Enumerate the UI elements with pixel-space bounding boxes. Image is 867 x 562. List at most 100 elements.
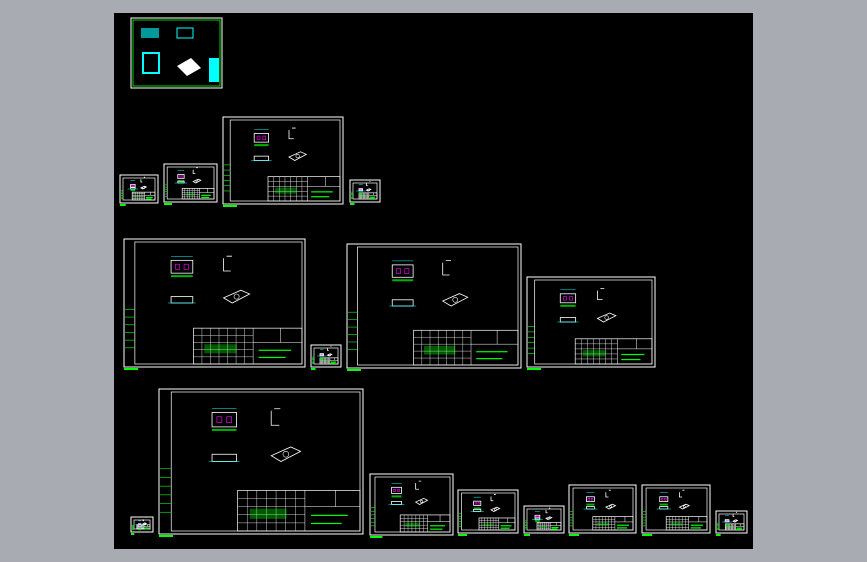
drawing-sheet-sheet-c[interactable] bbox=[346, 243, 522, 371]
part-hole bbox=[256, 135, 261, 140]
part-hole bbox=[226, 416, 232, 423]
title-block-text bbox=[185, 193, 195, 196]
drawing-sheet-small-sheet-2[interactable] bbox=[163, 163, 218, 205]
drawing-sheet-sheet-a[interactable] bbox=[222, 116, 344, 207]
part-view-side bbox=[327, 345, 332, 351]
sheet-border bbox=[715, 510, 748, 534]
view-label bbox=[138, 528, 142, 531]
drawing-sheet-small-sheet-5[interactable] bbox=[130, 516, 154, 535]
part-view-top bbox=[659, 506, 669, 510]
title-block-text bbox=[145, 196, 153, 199]
sheet-label bbox=[131, 533, 135, 535]
part-view-side bbox=[142, 516, 147, 522]
title-block-text bbox=[500, 527, 510, 529]
drawing-sheet-small-sheet-1[interactable] bbox=[119, 174, 159, 206]
title-block bbox=[399, 514, 451, 533]
part-hole bbox=[664, 497, 667, 501]
drawing-sheet-sheet-f[interactable] bbox=[369, 473, 454, 538]
sheet-border bbox=[641, 484, 711, 534]
sheet-label bbox=[642, 534, 653, 536]
title-block-text bbox=[616, 527, 627, 529]
part-view-iso bbox=[270, 446, 302, 462]
drawing-sheet-sheet-h[interactable] bbox=[641, 484, 711, 536]
sheet-border bbox=[130, 516, 154, 533]
sheet-border bbox=[123, 238, 306, 368]
drawing-sheet-small-sheet-6[interactable] bbox=[457, 489, 519, 536]
sheet-border bbox=[163, 163, 218, 203]
part-view-iso bbox=[222, 289, 251, 304]
title-block-text bbox=[144, 527, 149, 529]
part-view-front bbox=[130, 183, 136, 188]
part-hole bbox=[733, 519, 737, 523]
title-block bbox=[574, 338, 653, 365]
part-view-side bbox=[679, 489, 685, 498]
part-view-iso bbox=[365, 188, 372, 192]
title-block bbox=[237, 490, 361, 532]
sheet-label bbox=[159, 535, 173, 537]
sheet-border bbox=[119, 174, 159, 204]
view-label bbox=[725, 523, 729, 526]
drawing-sheet-cover-preview[interactable] bbox=[130, 17, 223, 89]
part-hole bbox=[282, 451, 290, 458]
drawing-sheet-small-sheet-4[interactable] bbox=[310, 344, 342, 370]
sheet-border bbox=[222, 116, 344, 205]
drawing-sheet-sheet-b[interactable] bbox=[123, 238, 306, 370]
title-block-text bbox=[369, 196, 376, 198]
title-block-text bbox=[144, 528, 149, 530]
part-view-front bbox=[391, 486, 402, 494]
sheet-border bbox=[158, 388, 364, 535]
part-hole bbox=[452, 296, 459, 303]
title-block-text bbox=[311, 196, 330, 198]
part-hole bbox=[397, 488, 400, 492]
part-hole bbox=[183, 263, 189, 270]
title-block-text bbox=[330, 362, 336, 364]
drawing-sheet-small-sheet-7[interactable] bbox=[523, 505, 565, 536]
title-block-text bbox=[430, 525, 446, 527]
title-block-text bbox=[201, 194, 211, 196]
cad-model-space[interactable] bbox=[114, 13, 753, 549]
sheet-border bbox=[568, 484, 637, 534]
part-view-iso bbox=[288, 151, 308, 161]
title-block-text bbox=[201, 196, 210, 199]
view-label bbox=[359, 192, 363, 195]
part-view-iso bbox=[732, 519, 739, 523]
part-render-icon bbox=[177, 58, 201, 76]
title-block-text bbox=[249, 508, 287, 519]
drawing-sheet-sheet-e[interactable] bbox=[158, 388, 364, 537]
title-block-text bbox=[616, 524, 629, 526]
title-block-text bbox=[311, 522, 342, 525]
part-view-front bbox=[211, 411, 237, 428]
part-hole bbox=[393, 488, 396, 492]
part-hole bbox=[477, 502, 480, 505]
part-render-icon bbox=[142, 52, 160, 74]
part-hole bbox=[133, 184, 135, 187]
sheet-border bbox=[130, 17, 223, 89]
title-block bbox=[267, 176, 341, 202]
part-view-side bbox=[415, 480, 422, 490]
title-block-text bbox=[369, 197, 375, 199]
sheet-border bbox=[457, 489, 519, 534]
title-block bbox=[358, 192, 378, 200]
part-view-iso bbox=[326, 353, 333, 357]
title-block-text bbox=[430, 528, 443, 530]
part-hole bbox=[420, 499, 424, 503]
title-block bbox=[181, 188, 215, 200]
sheet-label bbox=[458, 534, 467, 536]
part-hole bbox=[142, 186, 145, 189]
drawing-canvas[interactable] bbox=[114, 13, 753, 549]
part-view-top bbox=[253, 155, 269, 161]
drawing-sheet-small-sheet-3[interactable] bbox=[349, 179, 381, 205]
drawing-sheet-sheet-d[interactable] bbox=[526, 276, 656, 370]
view-label bbox=[320, 357, 324, 360]
drawing-sheet-sheet-g[interactable] bbox=[568, 484, 637, 536]
part-hole bbox=[175, 263, 181, 270]
drawing-sheet-small-sheet-8[interactable] bbox=[715, 510, 748, 536]
sheet-label bbox=[370, 536, 383, 538]
title-block-text bbox=[482, 523, 494, 527]
part-hole bbox=[587, 497, 590, 501]
sheet-label bbox=[716, 534, 721, 536]
part-hole bbox=[181, 175, 184, 178]
title-block-text bbox=[204, 344, 237, 354]
part-view-front bbox=[473, 500, 482, 506]
